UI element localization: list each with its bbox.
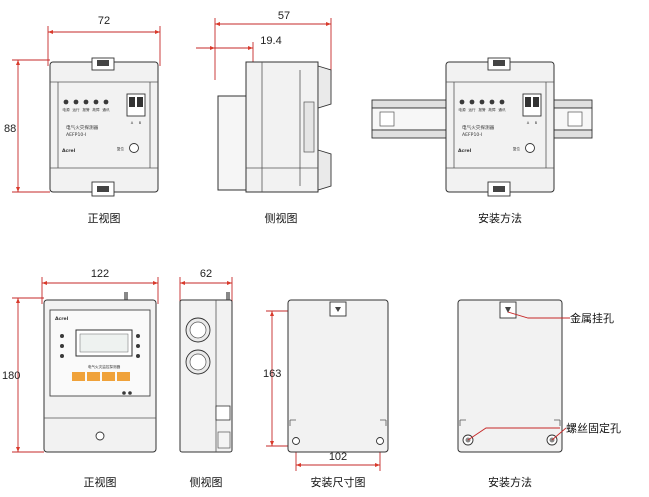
terminal-label: B bbox=[535, 121, 538, 125]
reset-label: 复位 bbox=[513, 146, 521, 151]
brand-logo: Acrel bbox=[62, 148, 76, 154]
brand-logo: Acrel bbox=[458, 148, 472, 154]
bottom-front-view: 122 180 Acrel 电气火灾监控探测器 正视图 bbox=[2, 268, 159, 489]
terminal-label: A bbox=[131, 121, 134, 125]
dim-bot-front-height: 180 bbox=[2, 370, 20, 382]
led-label: 电源 bbox=[458, 107, 466, 112]
led-label: 报警 bbox=[82, 107, 90, 112]
callout-screw-hole: 螺丝固定孔 bbox=[566, 421, 621, 435]
top-install-view: 电源 运行 报警 故障 通讯 A B 电气火灾探测器 AEFP10-I Acre… bbox=[371, 57, 593, 225]
device-name: 电气火灾探测器 bbox=[66, 124, 99, 131]
caption-bot-front: 正视图 bbox=[84, 475, 117, 489]
bottom-side-view: 62 侧视图 bbox=[179, 268, 233, 489]
terminal-label: A bbox=[527, 121, 530, 125]
top-front-view: 72 88 电源 运行 报警 故障 通讯 bbox=[4, 15, 161, 225]
led-label: 通讯 bbox=[498, 107, 506, 112]
device-model: AEFP10-I bbox=[462, 132, 482, 138]
terminal-label: B bbox=[139, 121, 142, 125]
bottom-install-view: 金属挂孔 螺丝固定孔 安装方法 bbox=[457, 299, 621, 489]
bottom-mount-view: 163 102 安装尺寸图 bbox=[263, 299, 389, 489]
device-model: AEFP10-I bbox=[66, 132, 86, 138]
led-label: 运行 bbox=[72, 107, 80, 112]
dim-bot-mount-width: 102 bbox=[329, 451, 347, 463]
device-name: 电气火灾探测器 bbox=[462, 124, 495, 131]
reset-label: 复位 bbox=[117, 146, 125, 151]
led-label: 报警 bbox=[478, 107, 486, 112]
dim-top-side-depth: 57 bbox=[278, 10, 290, 22]
led-label: 运行 bbox=[468, 107, 476, 112]
dim-top-side-offset: 19.4 bbox=[260, 35, 281, 47]
caption-top-front: 正视图 bbox=[88, 211, 121, 225]
panel-label: 电气火灾监控探测器 bbox=[88, 364, 121, 369]
dim-bot-side-depth: 62 bbox=[200, 268, 212, 280]
dim-top-front-height: 88 bbox=[4, 123, 16, 135]
caption-top-side: 侧视图 bbox=[265, 211, 298, 225]
terminal-block: A B bbox=[126, 93, 146, 125]
led-label: 故障 bbox=[488, 107, 496, 112]
dim-top-front-width: 72 bbox=[98, 15, 110, 27]
dim-bot-mount-height: 163 bbox=[263, 368, 281, 380]
callout-hook-hole: 金属挂孔 bbox=[570, 311, 614, 325]
caption-bot-side: 侧视图 bbox=[190, 475, 223, 489]
caption-bot-install: 安装方法 bbox=[488, 475, 532, 489]
brand-logo: Acrel bbox=[55, 316, 69, 322]
dim-bot-front-width: 122 bbox=[91, 268, 109, 280]
caption-top-install: 安装方法 bbox=[478, 211, 522, 225]
top-side-view: 57 19.4 侧视图 bbox=[196, 10, 332, 225]
reset-button bbox=[129, 143, 139, 153]
led-label: 故障 bbox=[92, 107, 100, 112]
led-label: 电源 bbox=[62, 107, 70, 112]
caption-bot-mount: 安装尺寸图 bbox=[311, 475, 366, 489]
led-label: 通讯 bbox=[102, 107, 110, 112]
led-row: 电源 运行 报警 故障 通讯 bbox=[62, 99, 110, 112]
